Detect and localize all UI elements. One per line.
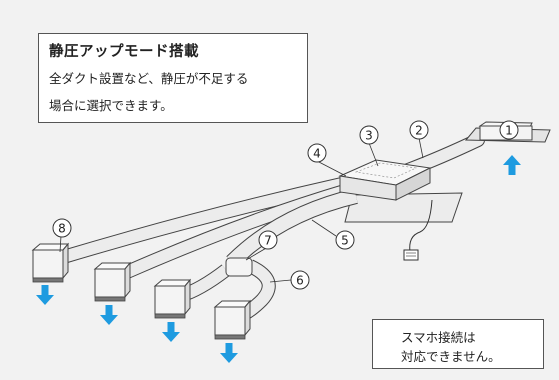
svg-text:4: 4 [313,147,321,161]
feature-title: 静圧アップモード搭載 [49,44,199,60]
airflow-arrow [100,305,118,325]
callout-2: 2 [409,120,429,140]
feature-description-line-2: 場合に選択できます。 [49,98,173,113]
outlet-unit [32,243,69,283]
airflow-arrow [162,322,180,342]
svg-text:8: 8 [58,222,66,236]
distribution-chamber [338,159,432,201]
feature-description-line-1: 全ダクト設置など、静圧が不足する [49,71,249,86]
svg-text:1: 1 [505,124,513,138]
airflow-arrow [220,343,238,363]
outlet-unit [154,279,191,319]
note-line-2: 対応できません。 [401,349,501,364]
svg-text:2: 2 [415,124,423,138]
callout-5: 5 [335,230,355,250]
intake-arrow [503,155,521,175]
mounting-plate [344,192,463,223]
outlet-unit [94,262,131,302]
callout-1: 1 [499,120,519,140]
svg-text:5: 5 [341,234,349,248]
callout-7: 7 [258,230,278,250]
callout-3: 3 [359,125,379,145]
callout-6: 6 [290,270,310,290]
svg-text:7: 7 [264,234,272,248]
callout-8: 8 [52,218,72,238]
svg-text:3: 3 [365,129,373,143]
control-cable [409,199,433,253]
outlet-unit [214,300,251,340]
callout-4: 4 [307,143,327,163]
branch-ducts [57,177,358,323]
svg-text:6: 6 [296,274,304,288]
airflow-arrow [36,285,54,305]
remote-controller [403,249,419,261]
note-line-1: スマホ接続は [401,330,476,345]
feature-info-box: 静圧アップモード搭載 全ダクト設置など、静圧が不足する 場合に選択できます。 [38,33,308,123]
smartphone-note-box: スマホ接続は 対応できません。 [372,319,544,369]
branch-joint [225,257,253,277]
